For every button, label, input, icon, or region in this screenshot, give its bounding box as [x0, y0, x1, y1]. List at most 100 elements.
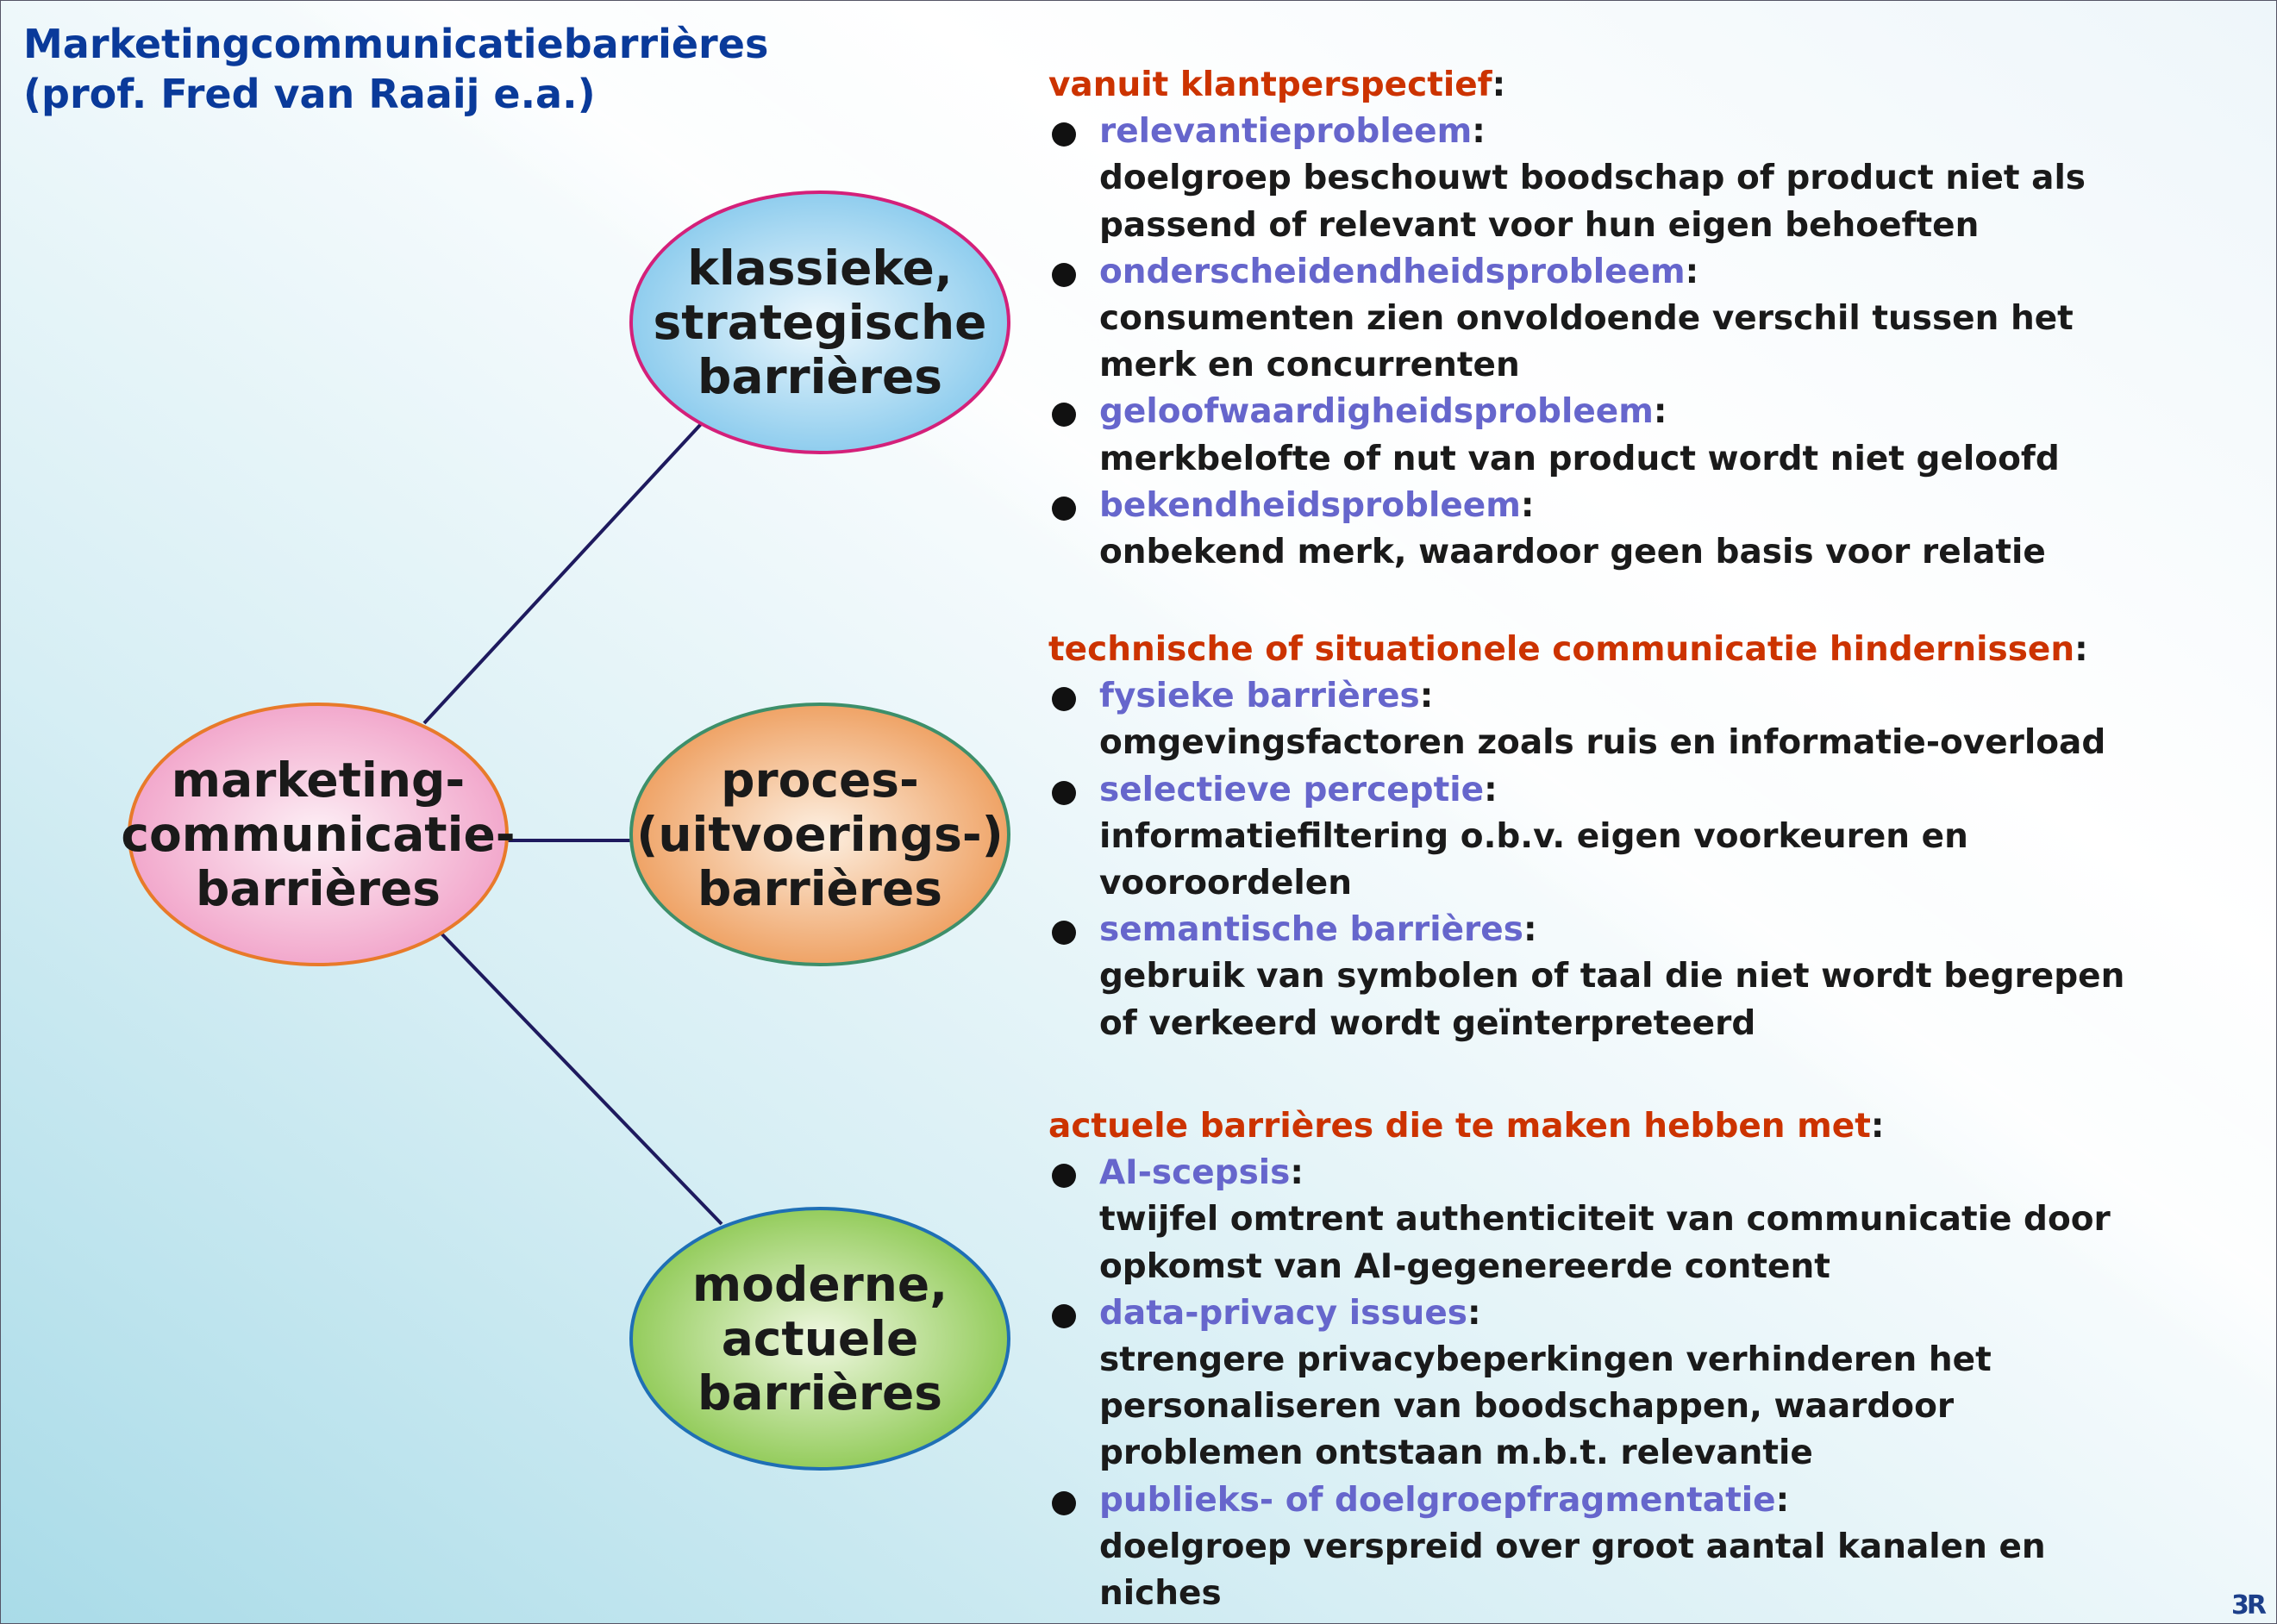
list-item: onderscheidendheidsprobleem:consumenten …	[1048, 249, 2086, 390]
item-description-line: niches	[1099, 1574, 1222, 1614]
node-modern-label: moderne, actuele barrières	[631, 1209, 1009, 1469]
node-line: moderne,	[691, 1256, 948, 1312]
list-item: bekendheidsprobleem: onbekend merk, waard…	[1048, 483, 2086, 576]
item-description-line: personaliseren van boodschappen, waardoo…	[1099, 1387, 1955, 1427]
node-line: klassieke,	[687, 240, 953, 296]
item-title: onderscheidendheidsprobleem:	[1099, 249, 2086, 296]
node-process-label: proces- (uitvoerings-) barrières	[631, 704, 1009, 965]
node-ellipse-modern	[629, 1207, 1010, 1471]
item-description-line: onbekend merk, waardoor geen basis voor …	[1099, 533, 2046, 572]
colon: :	[1472, 112, 1486, 152]
item-description-line: strengere privacybeperkingen verhinderen…	[1099, 1340, 1992, 1380]
title-subtitle: (prof. Fred van Raaij e.a.)	[23, 71, 596, 117]
item-description-line: informatiefiltering o.b.v. eigen voorkeu…	[1099, 816, 1968, 856]
item-title: semantische barrières:	[1099, 907, 2124, 953]
list-item: geloofwaardigheidsprobleem: merkbelofte o…	[1048, 389, 2086, 482]
node-line: (uitvoerings-)	[636, 806, 1004, 862]
bullet-icon	[1052, 780, 1076, 805]
item-label: selectieve perceptie	[1099, 770, 1485, 809]
section-heading: vanuit klantperspectief:	[1048, 62, 2086, 109]
item-title: relevantieprobleem:	[1099, 109, 2086, 155]
section-heading-text: technische of situationele communicatie …	[1048, 630, 2075, 669]
item-description-line: problemen ontstaan m.b.t. relevantie	[1099, 1433, 1813, 1473]
list-item: fysieke barrières:omgevingsfactoren zoal…	[1048, 673, 2124, 766]
connector-top	[422, 422, 703, 725]
item-description-line: omgevingsfactoren zoals ruis en informat…	[1099, 723, 2106, 763]
item-label: data-privacy issues	[1099, 1293, 1467, 1333]
item-description-line: vooroordelen	[1099, 864, 1353, 903]
node-strategic-label: klassieke, strategische barrières	[631, 192, 1009, 453]
item-title: publieks- of doelgroepfragmentatie:	[1099, 1477, 2111, 1524]
node-ellipse-strategic	[629, 191, 1010, 454]
3r-logo: 3R	[2231, 1590, 2267, 1621]
bullet-icon	[1052, 403, 1076, 428]
item-title: selectieve perceptie:	[1099, 767, 2124, 814]
slide-title: Marketingcommunicatiebarrières (prof. Fr…	[23, 19, 768, 119]
node-ellipse-process	[629, 703, 1010, 966]
node-line: barrières	[697, 1365, 943, 1421]
colon: :	[1775, 1480, 1790, 1520]
node-line: barrières	[697, 348, 943, 404]
bullet-icon	[1052, 921, 1076, 946]
colon: :	[1520, 485, 1535, 525]
colon: :	[1685, 252, 1699, 291]
colon: :	[1523, 910, 1537, 950]
item-description-line: twijfel omtrent authenticiteit van commu…	[1099, 1200, 2111, 1240]
item-description-line: gebruik van symbolen of taal die niet wo…	[1099, 957, 2125, 996]
bullet-icon	[1052, 496, 1076, 521]
item-label: onderscheidendheidsprobleem	[1099, 252, 1686, 291]
center-line: communicatie-	[121, 806, 516, 862]
item-title: geloofwaardigheidsprobleem:	[1099, 389, 2086, 435]
node-line: strategische	[653, 294, 987, 350]
item-description-line: doelgroep beschouwt boodschap of product…	[1099, 159, 2086, 198]
colon: :	[2074, 630, 2088, 669]
item-description-line: opkomst van AI-gegenereerde content	[1099, 1246, 1830, 1286]
list-item: selectieve perceptie:informatiefiltering…	[1048, 767, 2124, 908]
item-description-line: of verkeerd wordt geïnterpreteerd	[1099, 1003, 1756, 1043]
item-description-line: merk en concurrenten	[1099, 346, 1520, 385]
bullet-icon	[1052, 1164, 1076, 1189]
center-node-label: marketing- communicatie- barrières	[121, 704, 515, 965]
node-line: proces-	[721, 752, 919, 808]
item-title: data-privacy issues:	[1099, 1290, 2111, 1337]
item-description-line: merkbelofte of nut van product wordt nie…	[1099, 439, 2060, 478]
list-item: publieks- of doelgroepfragmentatie:doelg…	[1048, 1477, 2111, 1618]
colon: :	[1290, 1153, 1304, 1193]
colon: :	[1484, 770, 1498, 809]
item-title: fysieke barrières:	[1099, 673, 2124, 720]
section-heading: actuele barrières die te maken hebben me…	[1048, 1103, 2111, 1150]
node-line: barrières	[697, 860, 943, 916]
bullet-icon	[1052, 122, 1076, 147]
item-label: AI-scepsis	[1099, 1153, 1291, 1193]
list-item: AI-scepsis:twijfel omtrent authenticitei…	[1048, 1150, 2111, 1290]
item-label: semantische barrières	[1099, 910, 1523, 950]
list-item: data-privacy issues:strengere privacybep…	[1048, 1290, 2111, 1477]
bullet-icon	[1052, 1303, 1076, 1328]
center-ellipse	[128, 703, 509, 966]
item-label: fysieke barrières	[1099, 677, 1420, 716]
center-line: barrières	[195, 860, 441, 916]
item-title: AI-scepsis:	[1099, 1150, 2111, 1196]
bullet-icon	[1052, 687, 1076, 712]
node-line: actuele	[721, 1310, 919, 1366]
item-description-line: passend of relevant voor hun eigen behoe…	[1099, 205, 1980, 245]
section-heading-text: vanuit klantperspectief	[1048, 66, 1492, 104]
section-heading: technische of situationele communicatie …	[1048, 627, 2124, 673]
colon: :	[1467, 1293, 1481, 1333]
colon: :	[1870, 1107, 1885, 1146]
bullet-icon	[1052, 1490, 1076, 1515]
item-description-line: doelgroep verspreid over groot aantal ka…	[1099, 1527, 2046, 1566]
section-2: actuele barrières die te maken hebben me…	[1048, 1103, 2111, 1617]
bullet-icon	[1052, 262, 1076, 287]
item-label: geloofwaardigheidsprobleem	[1099, 392, 1654, 432]
item-label: relevantieprobleem	[1099, 112, 1473, 152]
list-item: relevantieprobleem: doelgroep beschouwt b…	[1048, 109, 2086, 249]
item-label: bekendheidsprobleem	[1099, 485, 1521, 525]
item-description-line: consumenten zien onvoldoende verschil tu…	[1099, 299, 2074, 339]
item-title: bekendheidsprobleem:	[1099, 483, 2086, 529]
colon: :	[1492, 66, 1506, 104]
item-label: publieks- of doelgroepfragmentatie	[1099, 1480, 1776, 1520]
section-1: technische of situationele communicatie …	[1048, 627, 2124, 1047]
